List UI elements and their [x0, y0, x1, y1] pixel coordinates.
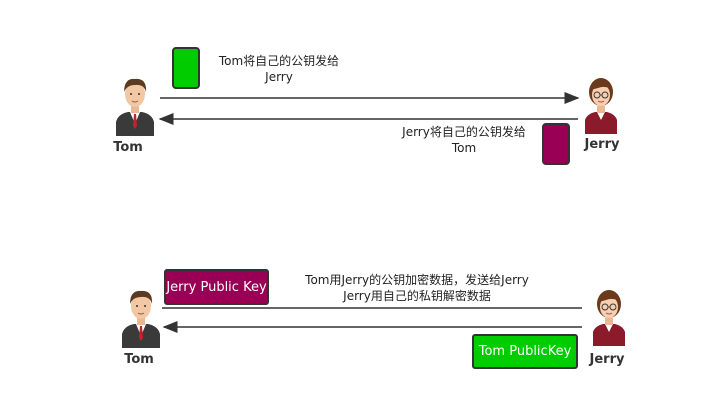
caption-decrypt-line: Jerry用自己的私钥解密数据 [343, 289, 491, 303]
caption-encrypt-line: Tom用Jerry的公钥加密数据，发送给Jerry [305, 273, 529, 287]
tom-public-key-label: Tom PublicKey [472, 334, 578, 369]
jerry-public-key-label: Jerry Public Key [164, 269, 269, 305]
tom-avatar [110, 74, 160, 136]
jerry-public-key-block [542, 123, 570, 165]
tom-public-key-block [172, 47, 200, 89]
caption-jerry-sends-key-line2: Tom [451, 141, 477, 155]
tom-name-2: Tom [124, 352, 154, 367]
jerry-avatar [586, 286, 636, 348]
caption-encrypt-decrypt: Tom用Jerry的公钥加密数据，发送给Jerry Jerry用自己的私钥解密数… [282, 272, 552, 304]
caption-jerry-sends-key: Jerry将自己的公钥发给 Tom [386, 124, 542, 156]
tom-avatar [116, 286, 166, 348]
jerry-avatar [578, 74, 628, 136]
caption-jerry-sends-key-line1: Jerry将自己的公钥发给 [402, 125, 526, 139]
caption-tom-sends-key-line1: Tom将自己的公钥发给 [218, 54, 340, 68]
jerry-name-2: Jerry [589, 352, 625, 367]
jerry-name-1: Jerry [584, 137, 620, 152]
tom-name-1: Tom [113, 140, 143, 155]
caption-tom-sends-key-line2: Jerry [265, 70, 293, 84]
caption-tom-sends-key: Tom将自己的公钥发给 Jerry [204, 53, 354, 85]
